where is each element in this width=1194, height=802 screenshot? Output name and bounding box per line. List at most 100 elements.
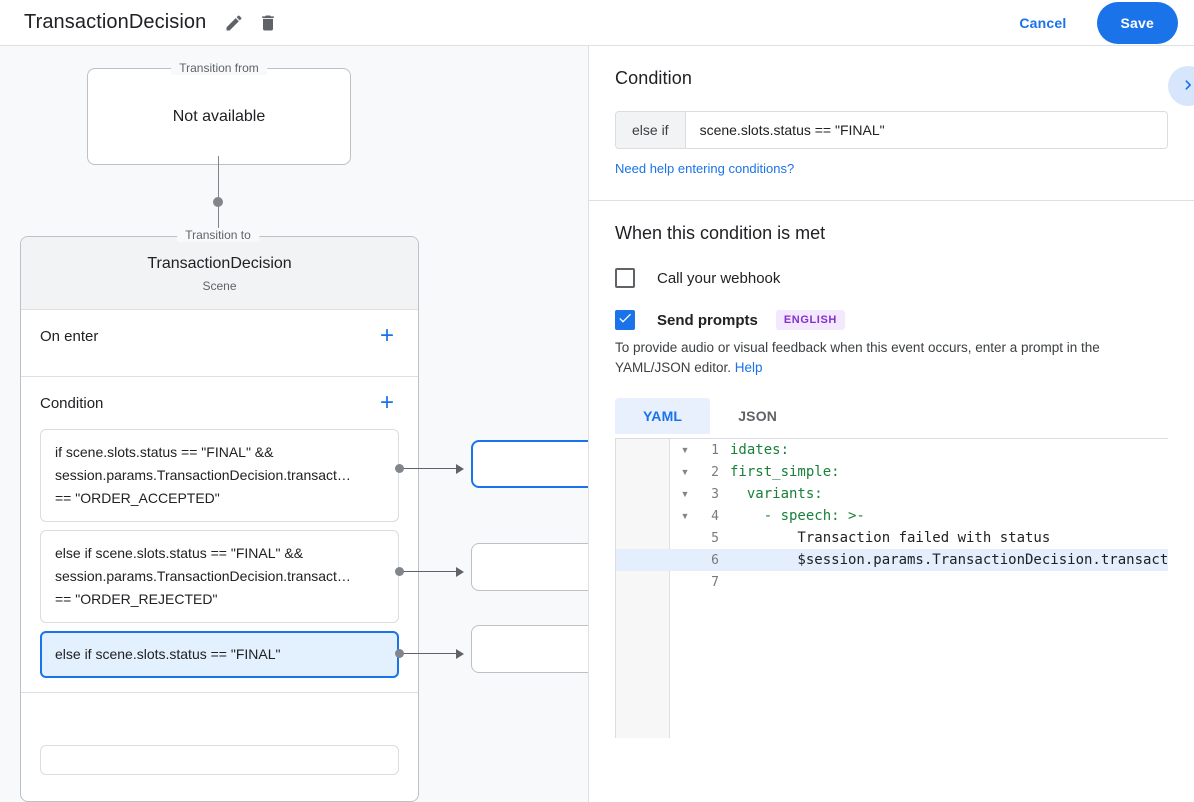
edit-name-button[interactable] [220,9,248,37]
edge-arrow-2 [456,649,464,659]
scene-card-header[interactable]: TransactionDecision Scene [21,237,418,310]
section-title-on-enter: On enter [40,327,99,345]
flow-canvas: Transition from Not available Transition… [0,46,588,802]
transition-from-legend: Transition from [171,61,267,75]
prompts-help-link[interactable]: Help [734,360,763,375]
scene-card: TransactionDecision Scene On enter + Con… [20,236,419,802]
section-header-condition: Condition + [40,377,399,429]
tab-json[interactable]: JSON [738,408,778,424]
line-code: idates: [730,442,790,458]
edge-arrow-0 [456,464,464,474]
send-prompts-checkbox[interactable] [615,310,635,330]
send-prompts-label: Send prompts [657,311,758,329]
call-webhook-label: Call your webhook [657,269,781,287]
condition-item-0-line-1: session.params.TransactionDecision.trans… [55,467,351,483]
editor-format-tabs: YAML JSON [615,398,1168,434]
scene-name: TransactionDecision [147,255,292,272]
cancel-button[interactable]: Cancel [1005,7,1080,39]
section-slot-filling [21,693,418,789]
fold-toggle-icon[interactable]: ▼ [680,467,690,477]
condition-help-link[interactable]: Need help entering conditions? [615,161,795,176]
fold-toggle-icon[interactable]: ▼ [680,511,690,521]
edge-dot-1 [395,567,404,576]
target-box-1[interactable] [471,543,588,591]
add-slot-filling-button[interactable] [375,707,399,731]
condition-heading: Condition [615,68,692,88]
editor-line-7[interactable]: 7 [671,571,1168,593]
edge-arrow-1 [456,567,464,577]
editor-line-2[interactable]: ▼ 2 first_simple: [671,461,1168,483]
check-icon [617,310,633,331]
when-condition-met-heading: When this condition is met [615,223,826,243]
condition-item-1-line-1: session.params.TransactionDecision.trans… [55,568,351,584]
editor-line-4[interactable]: ▼ 4 - speech: >- [671,505,1168,527]
slot-validation-item[interactable] [40,745,399,775]
line-code: variants: [730,486,823,502]
active-line-highlight [616,549,1168,571]
send-prompts-row[interactable]: Send prompts ENGLISH [615,310,1168,330]
edge-dot-2 [395,649,404,658]
scene-type: Scene [202,279,237,293]
delete-button[interactable] [254,9,282,37]
save-button[interactable]: Save [1096,1,1178,44]
tab-yaml[interactable]: YAML [615,398,711,434]
connector-line-vertical [218,156,219,266]
line-code: first_simple: [730,464,840,480]
code-editor[interactable]: ▼ 1 idates: ▼ 2 first_simple: ▼ 3 variants: ▼ 4 -… [615,438,1168,738]
condition-item-0-line-0: if scene.slots.status == "FINAL" && [55,444,274,460]
line-number: 7 [711,574,719,590]
line-number: 6 [711,552,719,568]
line-number: 3 [711,486,719,502]
prompts-description-text: To provide audio or visual feedback when… [615,340,1100,375]
fold-toggle-icon[interactable]: ▼ [680,489,690,499]
section-condition: Condition + if scene.slots.status == "FI… [21,377,418,693]
trash-icon [258,13,278,33]
condition-expression-input[interactable]: scene.slots.status == "FINAL" [685,112,1167,148]
editor-line-3[interactable]: ▼ 3 variants: [671,483,1168,505]
transition-from-card[interactable]: Transition from Not available [87,61,351,165]
section-title-condition: Condition [40,394,104,412]
line-number: 4 [711,508,719,524]
page-title: TransactionDecision [24,11,207,33]
pencil-icon [224,13,244,33]
section-on-enter: On enter + [21,310,418,377]
condition-item-1[interactable]: else if scene.slots.status == "FINAL" &&… [40,530,399,623]
condition-item-0[interactable]: if scene.slots.status == "FINAL" && sess… [40,429,399,522]
line-code: $session.params.TransactionDecision.tran… [730,552,1168,568]
transition-from-value: Not available [172,107,266,125]
fold-toggle-icon[interactable]: ▼ [680,445,690,455]
add-condition-button[interactable]: + [379,389,394,416]
condition-input-row[interactable]: else if scene.slots.status == "FINAL" [615,111,1168,149]
collapse-panel-button[interactable] [1168,66,1194,106]
condition-section: Condition else if scene.slots.status == … [589,46,1194,201]
section-header-slot-filling [40,693,399,745]
editor-gutter [616,439,670,738]
editor-lines[interactable]: ▼ 1 idates: ▼ 2 first_simple: ▼ 3 variants: ▼ 4 -… [616,439,1168,738]
edge-line-2 [400,653,460,654]
line-number: 1 [711,442,719,458]
section-header-on-enter: On enter + [40,310,399,362]
prompts-description: To provide audio or visual feedback when… [615,338,1168,378]
edge-line-0 [400,468,460,469]
condition-prefix-label: else if [616,112,686,148]
language-badge: ENGLISH [775,310,845,330]
condition-item-2[interactable]: else if scene.slots.status == "FINAL" [40,631,399,678]
details-panel: Condition else if scene.slots.status == … [588,46,1194,802]
line-code: - speech: >- [730,508,865,524]
line-number: 2 [711,464,719,480]
chevron-right-icon [1178,75,1194,98]
edge-dot-0 [395,464,404,473]
call-webhook-checkbox[interactable] [615,268,635,288]
editor-line-1[interactable]: ▼ 1 idates: [671,439,1168,461]
condition-item-1-line-0: else if scene.slots.status == "FINAL" && [55,545,304,561]
condition-item-0-line-2: == "ORDER_ACCEPTED" [55,490,220,506]
target-box-2[interactable] [471,625,588,673]
webhook-row[interactable]: Call your webhook [615,268,1168,288]
target-box-0[interactable] [471,440,588,488]
line-number: 5 [711,530,719,546]
editor-line-6[interactable]: 6 $session.params.TransactionDecision.tr… [616,549,1168,571]
editor-line-5[interactable]: 5 Transaction failed with status [671,527,1168,549]
edge-line-1 [400,571,460,572]
add-on-enter-button[interactable]: + [379,322,394,349]
